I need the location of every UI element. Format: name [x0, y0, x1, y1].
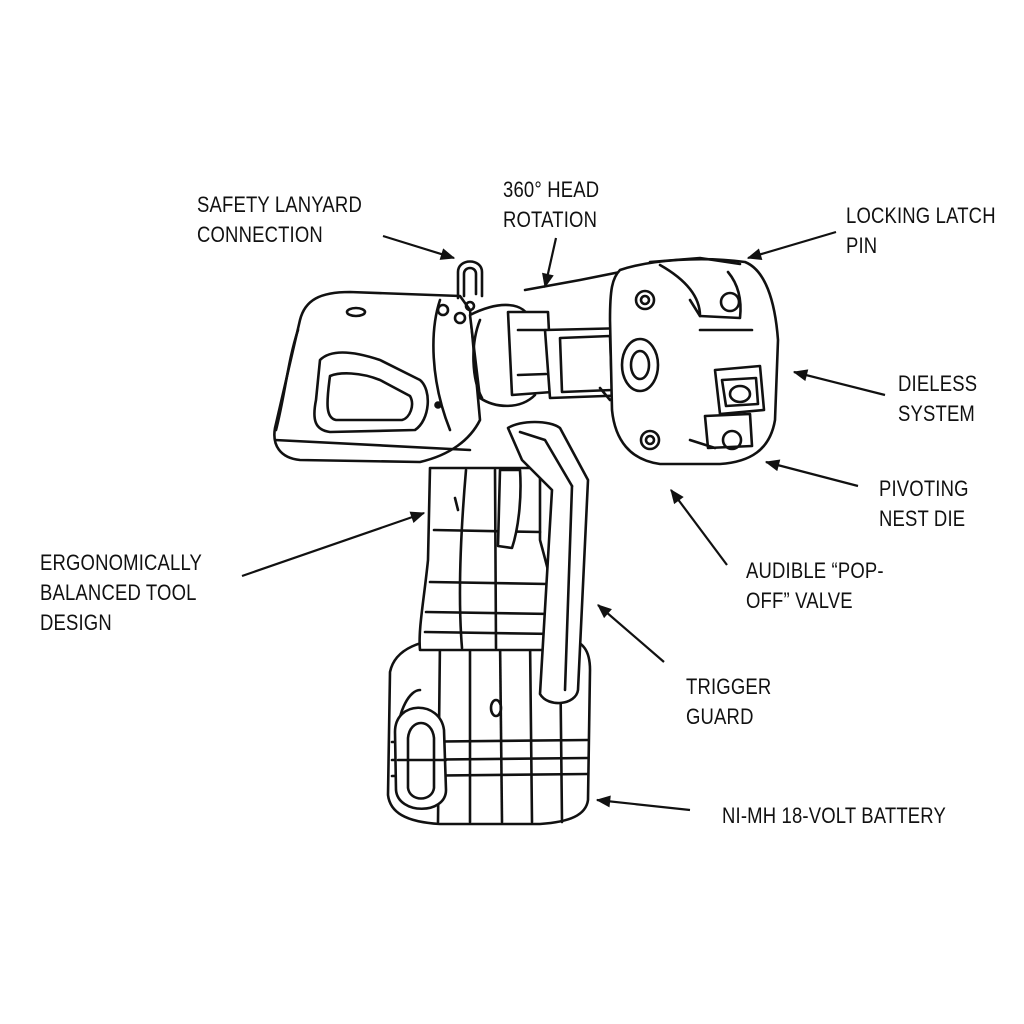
lanyard-ring: [456, 260, 484, 300]
grip-handle: [418, 466, 562, 652]
motor-housing: [273, 290, 482, 464]
leader-battery: [595, 795, 691, 812]
leader-lanyard: [382, 234, 456, 260]
trigger-guard: [506, 420, 590, 705]
leader-trigger: [597, 604, 665, 663]
leader-latch: [746, 230, 837, 261]
rotation-collar: [468, 303, 554, 408]
leader-valve: [670, 489, 728, 566]
leader-dieless: [792, 369, 886, 397]
label-battery: NI-MH 18-VOLT BATTERY: [722, 803, 946, 828]
crimp-head: [598, 256, 780, 466]
leader-ergonomic: [241, 511, 426, 578]
leader-rotation: [542, 237, 558, 289]
leader-pivoting: [764, 459, 859, 488]
label-pop-off-valve: AUDIBLE “POP-OFF” VALVE: [746, 558, 884, 613]
